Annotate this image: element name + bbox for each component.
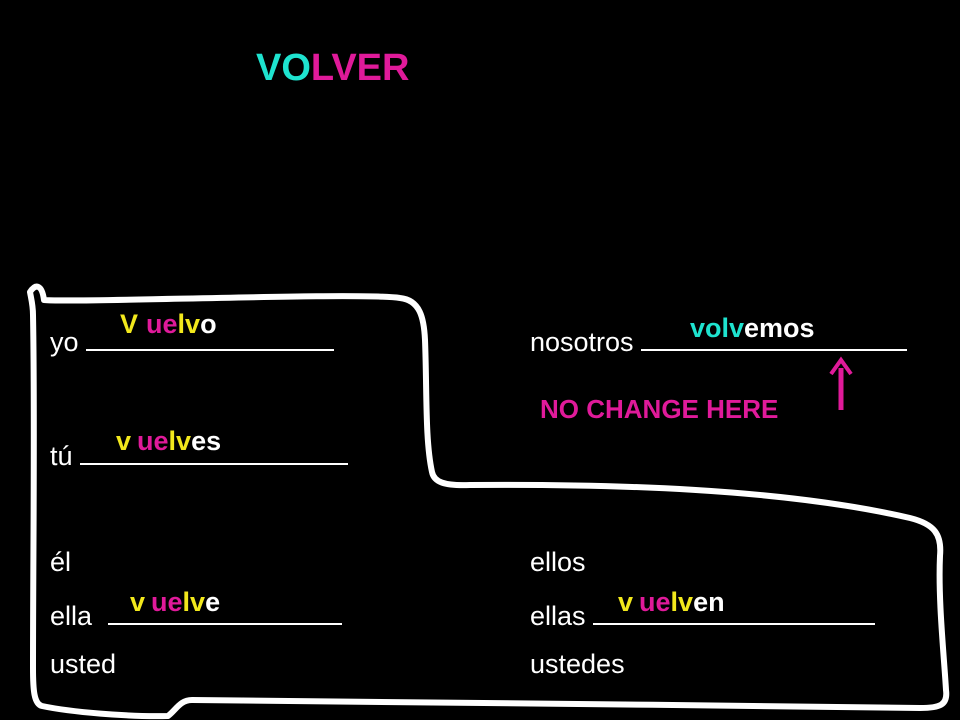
- pronoun-usted: usted: [50, 649, 117, 679]
- ellas-stem-end: lv: [670, 587, 694, 617]
- ella-stem-start: v: [130, 587, 146, 617]
- yo-stem-start: V: [120, 309, 139, 339]
- tu-stem-start: v: [116, 426, 132, 456]
- row-ellas: ellas: [530, 600, 876, 632]
- ella-vowel-change: ue: [151, 587, 183, 617]
- title-lver: LVER: [310, 47, 410, 89]
- nosotros-stem: volv: [690, 313, 745, 343]
- title-o: O: [281, 47, 311, 89]
- nosotros-ending: emos: [744, 313, 815, 343]
- pronoun-el: él: [50, 547, 72, 577]
- pronoun-yo: yo: [50, 327, 79, 357]
- no-change-note: NO CHANGE HERE: [540, 394, 779, 424]
- row-tu: tú: [50, 440, 349, 472]
- answer-line-tu: [80, 441, 349, 465]
- pronoun-tu: tú: [50, 441, 73, 471]
- row-yo: yo: [50, 326, 335, 358]
- arrow-up-icon: [829, 356, 853, 410]
- pronoun-ella: ella: [50, 601, 93, 631]
- pronoun-ellas: ellas: [530, 601, 586, 631]
- ellas-ending: en: [693, 587, 725, 617]
- answer-line-yo: [86, 327, 335, 351]
- pronoun-ustedes: ustedes: [530, 649, 625, 679]
- page-title: VOLVER: [256, 46, 409, 90]
- answer-nosotros: volvemos: [690, 312, 815, 344]
- ella-stem-end: lv: [182, 587, 206, 617]
- yo-stem-end: lv: [177, 309, 201, 339]
- pronoun-ellos: ellos: [530, 547, 586, 577]
- title-v: V: [256, 47, 282, 89]
- tu-vowel-change: ue: [137, 426, 169, 456]
- ellas-stem-start: v: [618, 587, 634, 617]
- pronoun-nosotros: nosotros: [530, 327, 634, 357]
- row-ella: ella: [50, 600, 342, 632]
- yo-ending: o: [200, 309, 217, 339]
- row-nosotros: nosotros: [530, 326, 908, 358]
- answer-line-ella: [107, 601, 342, 625]
- ellas-vowel-change: ue: [639, 587, 671, 617]
- yo-vowel-change: ue: [146, 309, 178, 339]
- answer-line-ellas: [593, 601, 876, 625]
- answer-line-nosotros: [641, 327, 908, 351]
- tu-ending: es: [191, 426, 222, 456]
- ella-ending: e: [205, 587, 221, 617]
- outline-path: [27, 283, 950, 720]
- tu-stem-end: lv: [168, 426, 192, 456]
